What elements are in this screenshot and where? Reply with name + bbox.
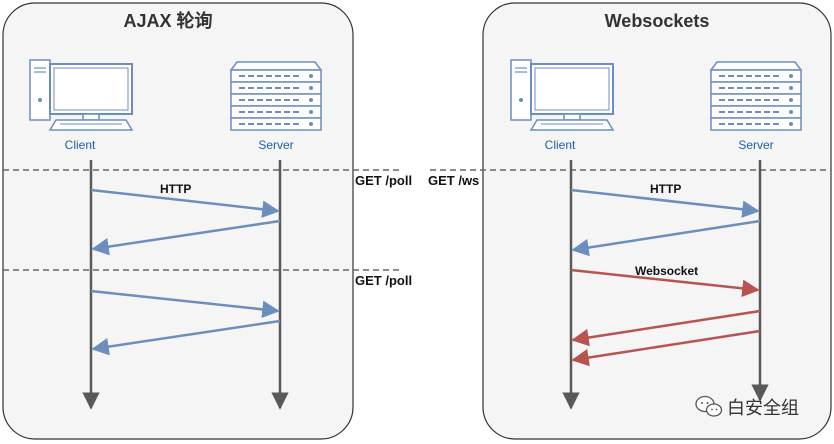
websocket-arrow [571, 309, 761, 347]
get-ws-label: GET /ws [428, 173, 479, 188]
wechat-logo-icon [695, 395, 723, 417]
http-request-arrow [90, 188, 280, 218]
server-icon [709, 61, 803, 131]
server-icon [229, 61, 323, 131]
server-label: Server [258, 138, 293, 152]
ajax-panel-title: AJAX 轮询 [123, 10, 212, 31]
get-poll-label: GET /poll [355, 273, 412, 288]
get-poll-label: GET /poll [355, 173, 412, 188]
http-label: HTTP [650, 182, 681, 196]
client-label: Client [65, 138, 96, 152]
client-label: Client [545, 138, 576, 152]
websockets-panel-title: Websockets [605, 11, 710, 31]
websocket-arrow [571, 329, 761, 367]
http-response-arrow [91, 319, 281, 356]
websocket-label: Websocket [635, 264, 698, 278]
http-response-arrow [91, 219, 281, 256]
server-label: Server [738, 138, 773, 152]
client-computer-icon [510, 59, 615, 131]
http-request-arrow [90, 289, 280, 319]
client-computer-icon [29, 59, 134, 131]
watermark-text: 白安全组 [727, 398, 799, 419]
http-response-arrow [571, 219, 761, 257]
http-label: HTTP [160, 182, 191, 196]
websocket-arrow [570, 268, 760, 298]
http-request-arrow [570, 188, 760, 218]
